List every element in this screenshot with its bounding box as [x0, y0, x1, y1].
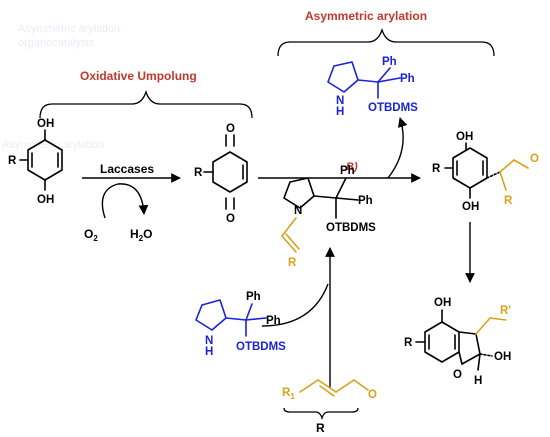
released-catalyst-ph-2: Ph [400, 73, 415, 85]
catalyst-entry-curve [261, 283, 329, 327]
aldehyde-r-label: R [316, 421, 325, 435]
hydroquinone-r-label: R [8, 155, 17, 167]
product-side-r: R [504, 195, 513, 207]
released-catalyst: Ph Ph OTBDMS N H [327, 56, 418, 118]
enamine-otbdms: OTBDMS [326, 222, 376, 234]
released-catalyst-n: N [336, 95, 344, 107]
bracket-asymmetric [277, 27, 495, 57]
lactol-oh-hemiacetal: OH [494, 351, 511, 363]
arylated-product: OH OH R O R [432, 131, 539, 213]
h2o-label: H2O [130, 227, 152, 243]
product-oh-bottom: OH [462, 201, 479, 213]
enamine-r-label: R [288, 257, 297, 269]
hydroquinone-oh-top: OH [37, 118, 54, 130]
enamine-ph-1: Ph [340, 165, 355, 177]
hydroquinone-oh-bottom: OH [37, 194, 54, 206]
aldehyde-o-label: O [368, 389, 377, 401]
bottom-catalyst-h: H [205, 346, 213, 358]
released-catalyst-h: H [336, 106, 344, 118]
lactol-r-label: R [404, 337, 413, 349]
ghost-line-1: Asymmetric arylation [18, 23, 120, 35]
bracket-oxidative [39, 89, 253, 119]
released-catalyst-otbdms: OTBDMS [368, 102, 418, 114]
catalyst-release-curve [387, 117, 408, 179]
o2-h2o-curve [101, 183, 149, 219]
enamine-n: N [294, 205, 302, 217]
enamine-intermediate: Ph Ph OTBDMS N R [281, 165, 376, 269]
bottom-catalyst-n: N [205, 335, 213, 347]
lactol-r-prime: R' [500, 305, 511, 317]
bottom-catalyst: Ph Ph OTBDMS N H [195, 291, 286, 358]
enamine-ph-2: Ph [358, 195, 373, 207]
lactol-ring-o: O [453, 369, 462, 381]
ghost-watermark: Asymmetric arylation organocatalysis Asy… [2, 23, 120, 151]
bottom-catalyst-ph-2: Ph [266, 315, 281, 327]
lactol-product: OH R R' O OH H [404, 297, 511, 387]
aldehyde-r1-label: R1 [282, 387, 295, 401]
product-r-label: R [432, 163, 441, 175]
ghost-line-2: organocatalysis [18, 37, 95, 49]
benzoquinone: O O R [194, 123, 248, 225]
unsaturated-aldehyde: O R1 R [282, 379, 377, 435]
hydroquinone: OH OH R [8, 118, 63, 206]
quinone-o-top: O [226, 123, 235, 135]
quinone-o-bottom: O [226, 213, 235, 225]
title-asymmetric-arylation: Asymmetric arylation [305, 9, 427, 23]
title-oxidative-umpolung: Oxidative Umpolung [80, 69, 197, 83]
o2-label: O2 [84, 227, 98, 243]
lactol-oh-top: OH [434, 297, 451, 309]
product-aldehyde-o: O [530, 153, 539, 165]
laccases-label: Laccases [100, 162, 154, 176]
quinone-r-label: R [194, 167, 203, 179]
step-b-label: B) [346, 161, 358, 173]
product-oh-top: OH [456, 131, 473, 143]
released-catalyst-ph-1: Ph [382, 56, 397, 68]
lactol-h: H [474, 375, 482, 387]
bottom-catalyst-otbdms: OTBDMS [236, 341, 286, 353]
bottom-catalyst-ph-1: Ph [246, 291, 261, 303]
